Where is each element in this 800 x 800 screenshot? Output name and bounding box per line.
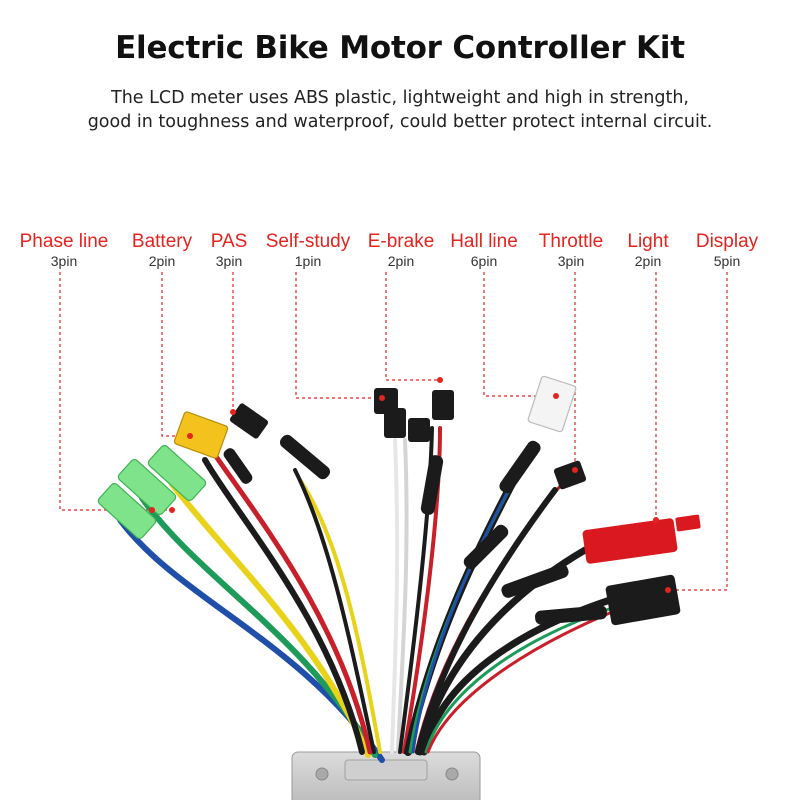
label-pin: 2pin bbox=[634, 253, 662, 269]
page-subtitle: The LCD meter uses ABS plastic, lightwei… bbox=[0, 86, 800, 134]
leader-dots bbox=[149, 377, 671, 593]
phase-connector-2 bbox=[117, 458, 177, 516]
label-pin: 2pin bbox=[148, 253, 176, 269]
wire-pas-black bbox=[293, 468, 376, 754]
label-name: Throttle bbox=[538, 231, 604, 252]
label-pin: 1pin bbox=[294, 253, 322, 269]
label-throttle: Throttle 3pin bbox=[539, 231, 603, 270]
heat-shrink-sleeves bbox=[223, 434, 607, 625]
wire-selfstudy-white-2 bbox=[396, 438, 409, 754]
light-connector bbox=[582, 514, 701, 564]
label-pin: 6pin bbox=[470, 253, 498, 269]
wire-selfstudy-white bbox=[390, 438, 400, 754]
label-name: E-brake bbox=[367, 231, 435, 252]
wire-phase-blue bbox=[117, 517, 385, 763]
label-name: Display bbox=[695, 231, 759, 252]
wire-display-red bbox=[426, 610, 614, 754]
label-name: Self-study bbox=[265, 231, 351, 252]
label-battery: Battery 2pin bbox=[132, 231, 192, 270]
label-pin: 3pin bbox=[215, 253, 243, 269]
subtitle-line-2: good in toughness and waterproof, could … bbox=[87, 112, 713, 132]
battery-connector bbox=[173, 411, 229, 459]
label-hall-line: Hall line 6pin bbox=[450, 231, 518, 270]
hall-connector bbox=[527, 375, 577, 433]
self-study-connector-2 bbox=[384, 408, 406, 438]
label-name: Hall line bbox=[450, 231, 518, 252]
label-light: Light 2pin bbox=[627, 231, 668, 270]
phase-connector-3 bbox=[147, 444, 207, 502]
label-pin: 2pin bbox=[387, 253, 415, 269]
leader-display bbox=[668, 272, 728, 591]
phase-connector-1 bbox=[97, 482, 157, 540]
label-pin: 5pin bbox=[713, 253, 741, 269]
label-pin: 3pin bbox=[50, 253, 78, 269]
leader-phase-line bbox=[59, 272, 172, 511]
leader-e-brake bbox=[385, 272, 440, 381]
label-pas: PAS 3pin bbox=[211, 231, 248, 270]
label-name: Light bbox=[627, 231, 669, 252]
wire-display-green bbox=[424, 606, 614, 754]
label-display: Display 5pin bbox=[696, 231, 758, 270]
wire-phase-yellow bbox=[169, 481, 371, 758]
display-connector bbox=[605, 574, 681, 626]
throttle-connector bbox=[553, 460, 587, 490]
e-brake-connector bbox=[432, 390, 454, 420]
self-study-connector bbox=[374, 388, 398, 414]
page-title: Electric Bike Motor Controller Kit bbox=[115, 30, 685, 66]
label-phase-line: Phase line 3pin bbox=[20, 231, 109, 270]
wire-battery-black bbox=[202, 457, 365, 755]
label-pin: 3pin bbox=[557, 253, 585, 269]
wire-battery-red bbox=[212, 452, 373, 755]
phase-connectors bbox=[97, 444, 207, 540]
leader-self-study bbox=[295, 272, 382, 399]
label-self-study: Self-study 1pin bbox=[266, 231, 350, 270]
wire-pas-yellow bbox=[298, 478, 382, 754]
wire-hall-blue bbox=[411, 476, 517, 754]
subtitle-line-1: The LCD meter uses ABS plastic, lightwei… bbox=[111, 88, 689, 108]
label-name: Battery bbox=[131, 231, 193, 252]
label-e-brake: E-brake 2pin bbox=[368, 231, 435, 270]
label-name: PAS bbox=[210, 231, 248, 252]
pas-connector bbox=[229, 403, 269, 439]
e-brake-connector-2 bbox=[408, 418, 430, 442]
label-name: Phase line bbox=[19, 231, 109, 252]
controller-housing bbox=[291, 751, 481, 800]
